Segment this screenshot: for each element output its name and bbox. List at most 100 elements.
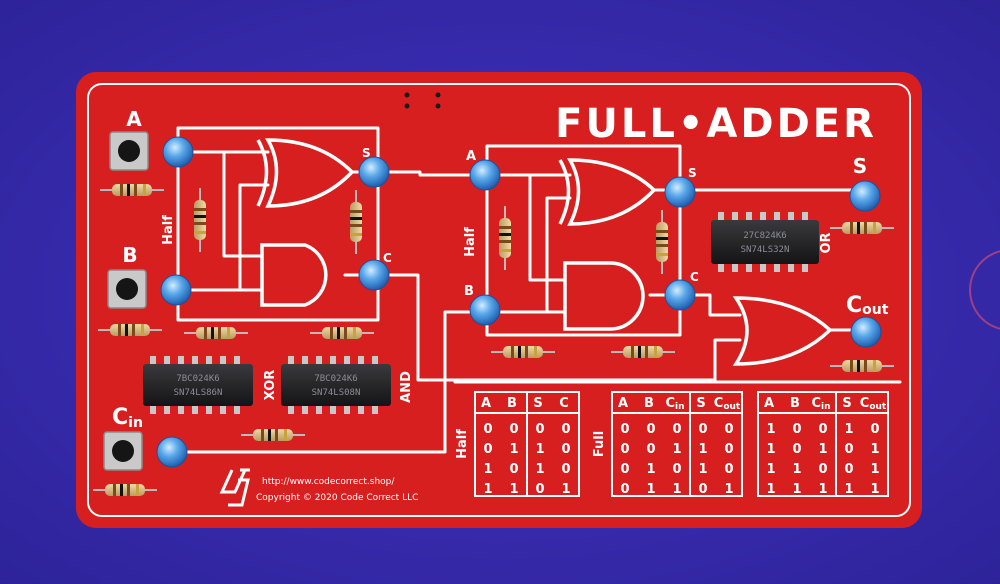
table-cell: 1 <box>483 462 492 477</box>
gate-symbols <box>256 138 833 366</box>
ic-chips: 7BC024K6 SN74LS86N 7BC024K6 SN74LS08N 27… <box>143 212 819 414</box>
resistor <box>491 346 555 358</box>
table-cell: 0 <box>620 482 629 497</box>
led-input-b <box>160 274 192 306</box>
table-cell: 0 <box>483 442 492 457</box>
mounting-holes <box>404 92 441 109</box>
table-cell: 1 <box>844 422 853 437</box>
table-label: Full <box>592 431 607 457</box>
label-output-s: S <box>853 154 867 178</box>
table-cell: 0 <box>509 422 518 437</box>
table-cell: 0 <box>724 462 733 477</box>
xor-gate-1 <box>264 138 355 208</box>
table-cell: 0 <box>870 422 879 437</box>
ic-chip-and: 7BC024K6 SN74LS08N <box>281 356 391 414</box>
table-header: A <box>481 396 491 411</box>
leds <box>156 136 882 468</box>
table-cell: 0 <box>844 462 853 477</box>
xor-gate-2 <box>566 158 657 226</box>
label-half1: Half <box>161 215 176 245</box>
table-header: B <box>507 396 517 411</box>
table-cell: 1 <box>646 462 655 477</box>
table-cell: 0 <box>646 442 655 457</box>
footer-url: http://www.codecorrect.shop/ <box>262 477 395 487</box>
table-cell: 1 <box>870 442 879 457</box>
button-cin[interactable] <box>103 431 143 471</box>
and-gate-1 <box>260 243 328 307</box>
table-cell: 0 <box>698 422 707 437</box>
led-input-a <box>162 136 194 168</box>
chip1-marking-2: SN74LS86N <box>174 388 223 398</box>
traces <box>170 126 902 454</box>
table-cell: 0 <box>672 462 681 477</box>
chip2-marking-2: SN74LS08N <box>312 388 361 398</box>
and-gate-2 <box>563 261 645 331</box>
label-half2-s: S <box>688 166 697 180</box>
board-title: FULL•ADDER <box>555 101 877 147</box>
table-header: B <box>790 396 800 411</box>
table-cell: 1 <box>509 442 518 457</box>
table-header: B <box>644 396 654 411</box>
table-header: A <box>764 396 774 411</box>
label-half2-b: B <box>464 284 474 299</box>
code-correct-logo <box>219 468 250 507</box>
table-cell: 0 <box>509 462 518 477</box>
label-xor: XOR <box>263 370 278 401</box>
resistors <box>93 184 894 496</box>
resistor <box>830 222 894 234</box>
led-output-cout <box>850 316 882 348</box>
table-label: Half <box>455 429 470 459</box>
resistor <box>241 429 305 441</box>
label-input-a: A <box>126 107 142 131</box>
table-cell: 1 <box>818 482 827 497</box>
table-cell: 0 <box>792 422 801 437</box>
label-half2-c: C <box>690 270 699 284</box>
led-half1-s <box>358 156 390 188</box>
table-cell: 1 <box>792 482 801 497</box>
table-frame <box>611 391 743 497</box>
resistor <box>350 190 362 254</box>
table-cell: 1 <box>672 482 681 497</box>
mat-pattern <box>969 250 1000 330</box>
led-half1-c <box>358 259 390 291</box>
table-cell: 0 <box>561 422 570 437</box>
button-a[interactable] <box>109 131 149 171</box>
resistor <box>310 327 374 339</box>
table-header: A <box>618 396 628 411</box>
table-cell: 1 <box>561 482 570 497</box>
table-cell: 1 <box>724 482 733 497</box>
table-cell: 1 <box>870 482 879 497</box>
resistor <box>830 360 894 372</box>
table-cell: 1 <box>766 482 775 497</box>
led-half2-c <box>664 279 696 311</box>
label-input-b: B <box>122 243 137 267</box>
table-cell: 1 <box>766 442 775 457</box>
table-cell: 1 <box>698 442 707 457</box>
button-b[interactable] <box>107 269 147 309</box>
table-cell: 0 <box>792 442 801 457</box>
resistor <box>184 327 248 339</box>
label-half1-s: S <box>362 146 371 160</box>
table-cell: 1 <box>535 462 544 477</box>
table-cell: 0 <box>620 462 629 477</box>
or-gate <box>732 296 833 366</box>
led-half2-b <box>469 294 501 326</box>
label-half2: Half <box>463 227 478 257</box>
table-cell: 0 <box>724 442 733 457</box>
table-cell: 0 <box>620 442 629 457</box>
led-half2-s <box>664 176 696 208</box>
table-cell: 1 <box>535 442 544 457</box>
label-half1-c: C <box>383 251 392 265</box>
table-cell: 1 <box>766 422 775 437</box>
label-or: OR <box>819 232 834 253</box>
table-cell: 1 <box>792 462 801 477</box>
table-cell: 0 <box>620 422 629 437</box>
led-output-s <box>849 180 881 212</box>
ic-chip-or: 27C824K6 SN74LS32N <box>711 212 819 272</box>
resistor <box>611 346 675 358</box>
table-cell: 1 <box>844 482 853 497</box>
table-header: S <box>533 396 542 411</box>
